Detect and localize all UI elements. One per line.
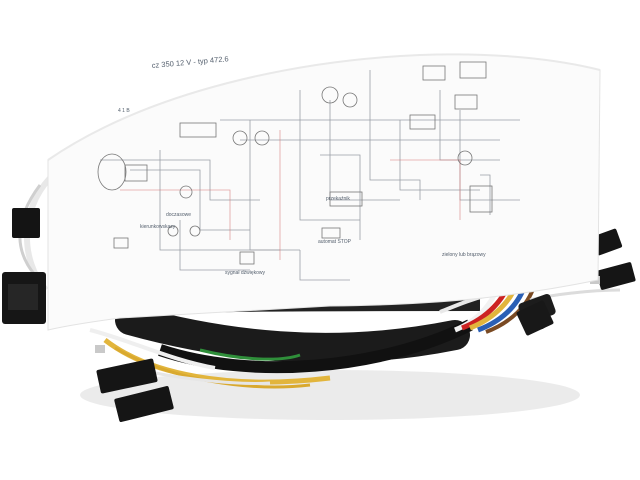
- shadow: [80, 370, 580, 420]
- label-automat-stop: automat STOP: [318, 239, 352, 245]
- label-przekaznik: przekaźnik: [326, 196, 350, 202]
- connector-bottom-2: [114, 386, 174, 422]
- label-kierunkowskazy: kierunkowskazy: [140, 224, 176, 230]
- terminal: [95, 345, 105, 353]
- label-sygnal: sygnał dźwiękowy: [225, 270, 266, 276]
- connector-right-mid: [596, 262, 636, 290]
- connector-right-boot: [516, 300, 554, 336]
- connector-right-top: [591, 228, 623, 256]
- connector-left-top: [12, 208, 40, 238]
- label-code: 4 1 B: [118, 108, 130, 114]
- connector-bottom-1: [96, 358, 158, 394]
- label-doczasowe: doczasowe: [166, 212, 191, 218]
- label-zielony: zielony lub brązowy: [442, 252, 486, 258]
- wiring-diagram-sheet: cz 350 12 V - typ 472.6 4 1 B doczasowe …: [47, 53, 601, 331]
